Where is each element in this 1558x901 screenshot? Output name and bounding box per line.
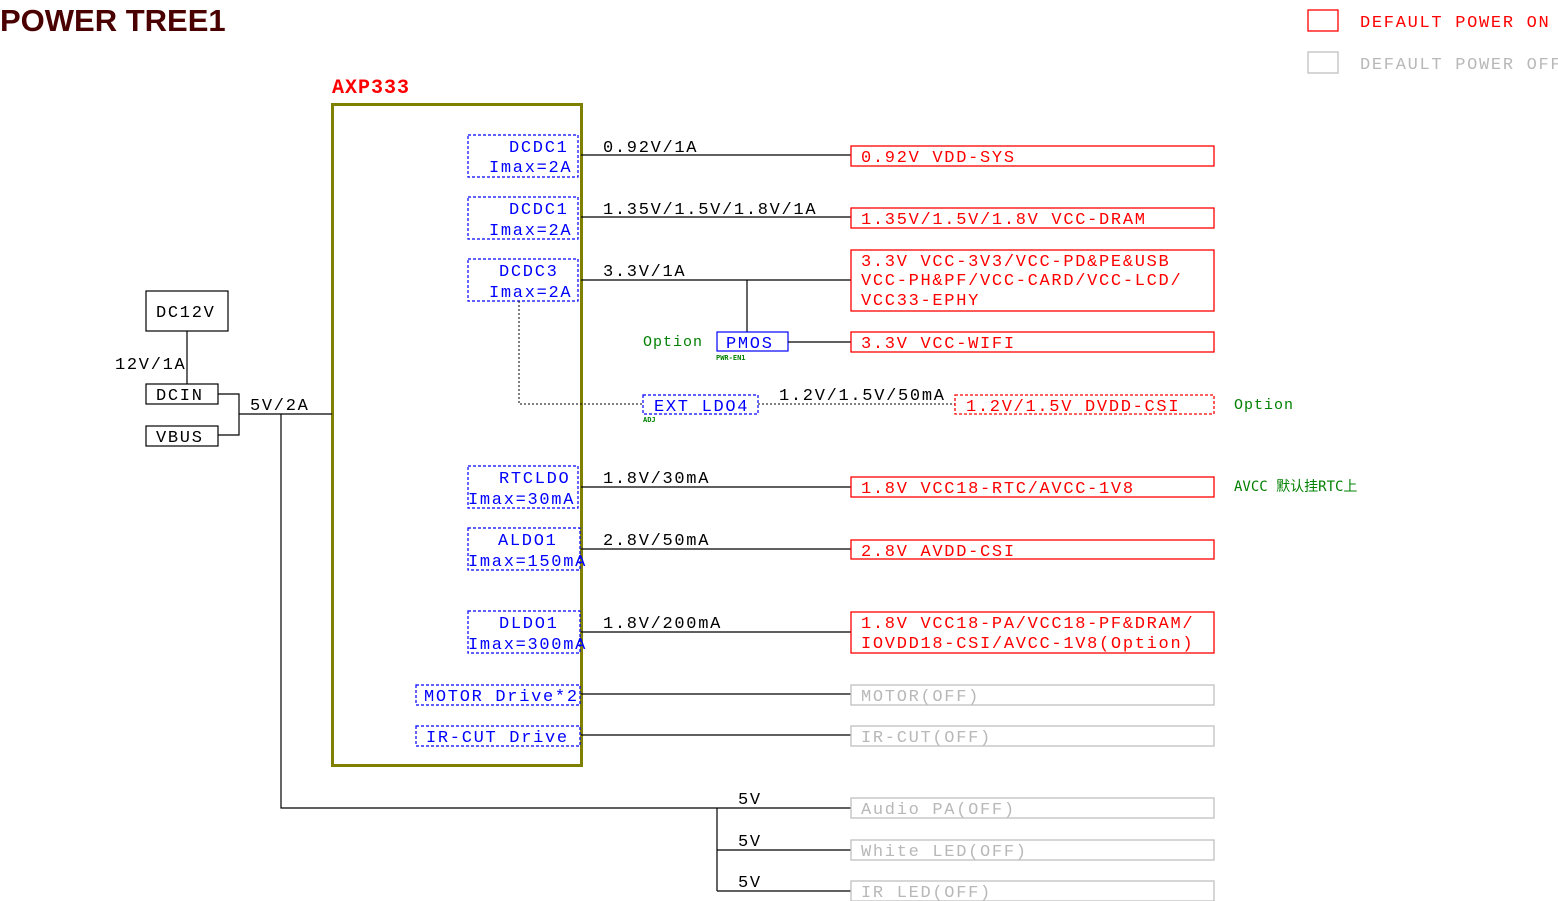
svg-text:MOTOR Drive*2: MOTOR Drive*2 xyxy=(424,688,579,707)
load-box xyxy=(850,207,1215,229)
rail-label: 1.35V/1.5V/1.8V/1A xyxy=(603,201,817,220)
regulator-rtcldo: RTCLDO Imax=30mA 1.8V/30mA 1.8V VCC18-RT… xyxy=(467,465,1357,510)
rail-label: 3.3V/1A xyxy=(603,263,686,282)
svg-text:MOTOR(OFF): MOTOR(OFF) xyxy=(861,688,980,707)
five-volt-loads: 5V Audio PA(OFF) 5V White LED(OFF) 5V IR… xyxy=(738,791,1215,901)
svg-text:White LED(OFF): White LED(OFF) xyxy=(861,843,1028,862)
regulator-dldo1: DLDO1 Imax=300mA 1.8V/200mA 1.8V VCC18-P… xyxy=(467,610,1215,655)
svg-text:Imax=2A: Imax=2A xyxy=(489,284,572,303)
legend-off-swatch xyxy=(1307,51,1339,74)
load-box xyxy=(850,145,1215,167)
svg-text:Audio PA(OFF): Audio PA(OFF) xyxy=(861,801,1016,820)
svg-text:ALDO1: ALDO1 xyxy=(498,532,558,551)
legend-on-swatch xyxy=(1307,9,1339,32)
svg-text:VCC-PH&PF/VCC-CARD/VCC-LCD/: VCC-PH&PF/VCC-CARD/VCC-LCD/ xyxy=(861,272,1182,291)
svg-text:DCDC1: DCDC1 xyxy=(509,139,569,158)
svg-text:PMOS: PMOS xyxy=(726,335,774,354)
svg-text:Imax=2A: Imax=2A xyxy=(489,159,572,178)
svg-text:Imax=2A: Imax=2A xyxy=(489,222,572,241)
svg-text:ADJ: ADJ xyxy=(643,416,656,424)
diagram-title: POWER TREE1 xyxy=(0,3,226,38)
svg-text:IR-CUT(OFF): IR-CUT(OFF) xyxy=(861,729,992,748)
load-box xyxy=(954,394,1215,415)
svg-text:3.3V VCC-WIFI: 3.3V VCC-WIFI xyxy=(861,335,1016,354)
regulator-dcdc1-b: DCDC1 Imax=2A 1.35V/1.5V/1.8V/1A 1.35V/1… xyxy=(467,196,1215,241)
pmos-branch: Option PMOS PWR-EN1 3.3V VCC-WIFI xyxy=(643,280,1215,362)
legend-off-label: DEFAULT POWER OFF xyxy=(1360,56,1558,75)
regulator-aldo1: ALDO1 Imax=150mA 2.8V/50mA 2.8V AVDD-CSI xyxy=(467,527,1215,572)
svg-text:Option: Option xyxy=(1234,397,1294,414)
svg-text:PWR-EN1: PWR-EN1 xyxy=(716,354,746,362)
regulator-dcdc1-a: DCDC1 Imax=2A 0.92V/1A 0.92V VDD-SYS xyxy=(467,134,1215,178)
rail-label: 2.8V/50mA xyxy=(603,532,710,551)
svg-text:Imax=300mA: Imax=300mA xyxy=(468,636,587,655)
svg-text:EXT LDO4: EXT LDO4 xyxy=(654,398,749,417)
svg-text:1.2V/1.5V DVDD-CSI: 1.2V/1.5V DVDD-CSI xyxy=(966,398,1180,417)
svg-text:1.8V VCC18-PA/VCC18-PF&DRAM/: 1.8V VCC18-PA/VCC18-PF&DRAM/ xyxy=(861,615,1194,634)
pmic-name: AXP333 xyxy=(332,77,410,100)
svg-text:DCDC3: DCDC3 xyxy=(499,263,559,282)
load-box xyxy=(850,684,1215,706)
svg-text:1.2V/1.5V/50mA: 1.2V/1.5V/50mA xyxy=(779,387,946,406)
regulator-dcdc3: DCDC3 Imax=2A 3.3V/1A 3.3V VCC-3V3/VCC-P… xyxy=(467,249,1215,312)
svg-text:2.8V AVDD-CSI: 2.8V AVDD-CSI xyxy=(861,543,1016,562)
svg-text:IOVDD18-CSI/AVCC-1V8(Option): IOVDD18-CSI/AVCC-1V8(Option) xyxy=(861,635,1194,654)
svg-text:RTCLDO: RTCLDO xyxy=(499,470,570,489)
svg-text:5V: 5V xyxy=(738,833,762,852)
vbus-label: VBUS xyxy=(156,429,204,448)
driver-motor: MOTOR Drive*2 MOTOR(OFF) xyxy=(415,684,1215,707)
bus-rating: 5V/2A xyxy=(250,397,310,416)
load-box xyxy=(850,331,1215,353)
rail-label: 0.92V/1A xyxy=(603,139,698,158)
svg-text:DCDC1: DCDC1 xyxy=(509,201,569,220)
load-box xyxy=(850,539,1215,560)
svg-text:DLDO1: DLDO1 xyxy=(499,615,559,634)
svg-text:Option: Option xyxy=(643,334,703,351)
svg-text:3.3V VCC-3V3/VCC-PD&PE&USB: 3.3V VCC-3V3/VCC-PD&PE&USB xyxy=(861,253,1170,272)
load-box xyxy=(850,611,1215,654)
ext-ldo-branch: EXT LDO4 ADJ 1.2V/1.5V/50mA 1.2V/1.5V DV… xyxy=(518,301,1294,424)
dc12v-rating: 12V/1A xyxy=(115,356,186,375)
svg-text:5V: 5V xyxy=(738,874,762,893)
svg-text:Imax=30mA: Imax=30mA xyxy=(468,491,575,510)
svg-text:IR-CUT Drive: IR-CUT Drive xyxy=(426,729,569,748)
svg-text:VCC33-EPHY: VCC33-EPHY xyxy=(861,292,980,311)
rail-label: 1.8V/30mA xyxy=(603,470,710,489)
rail-label: 1.8V/200mA xyxy=(603,615,722,634)
rtc-note: AVCC 默认挂RTC上 xyxy=(1234,479,1357,495)
svg-text:1.8V VCC18-RTC/AVCC-1V8: 1.8V VCC18-RTC/AVCC-1V8 xyxy=(861,480,1135,499)
load-box xyxy=(850,249,1215,312)
pmic-box xyxy=(331,103,583,767)
dcin-label: DCIN xyxy=(156,387,204,406)
svg-text:Imax=150mA: Imax=150mA xyxy=(468,553,587,572)
legend-on-label: DEFAULT POWER ON xyxy=(1360,14,1550,33)
ext-ldo-box xyxy=(642,394,759,415)
dc12v-label: DC12V xyxy=(156,304,216,323)
load-box xyxy=(850,725,1215,747)
svg-text:1.35V/1.5V/1.8V VCC-DRAM: 1.35V/1.5V/1.8V VCC-DRAM xyxy=(861,211,1147,230)
svg-text:0.92V VDD-SYS: 0.92V VDD-SYS xyxy=(861,149,1016,168)
svg-text:5V: 5V xyxy=(738,791,762,810)
driver-ircut: IR-CUT Drive IR-CUT(OFF) xyxy=(415,725,1215,748)
vbus-box xyxy=(145,425,219,447)
load-box xyxy=(850,476,1215,498)
svg-text:IR LED(OFF): IR LED(OFF) xyxy=(861,884,992,901)
